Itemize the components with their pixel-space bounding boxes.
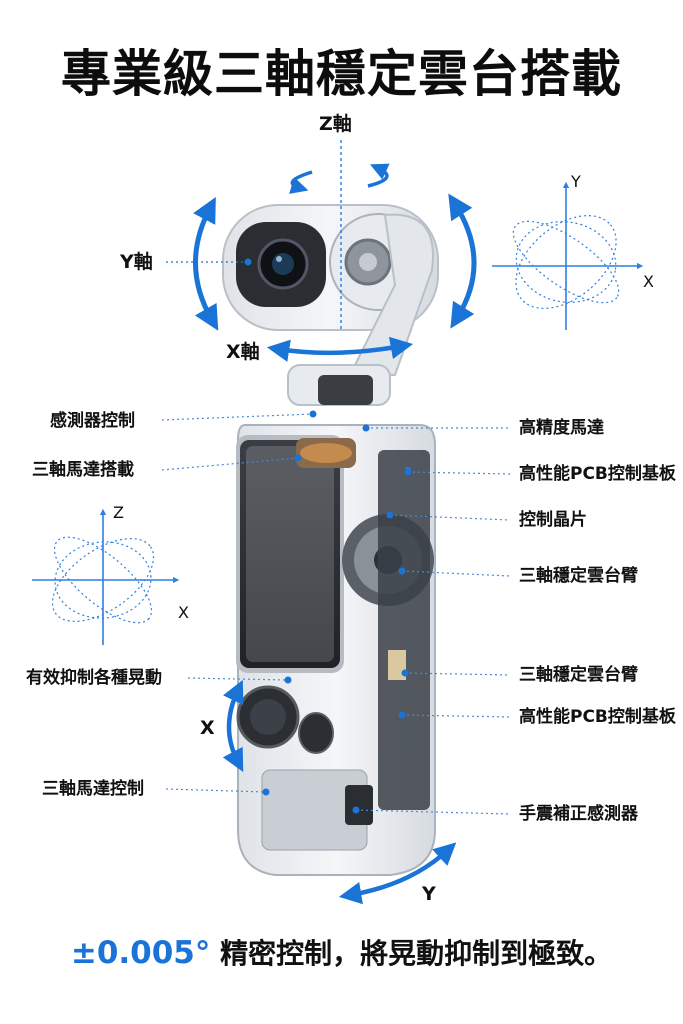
z-axis-label: Z軸 [319, 113, 352, 135]
right-sketch-x-label: X [643, 272, 654, 291]
right-axes-sketch [492, 181, 644, 330]
y-axis-label: Y軸 [120, 251, 153, 273]
label-precision-motor: 高精度馬達 [519, 418, 604, 438]
label-gimbal-arm-1: 三軸穩定雲台臂 [519, 566, 638, 586]
label-shake-sensor: 手震補正感測器 [519, 804, 638, 824]
label-pcb-board-2: 高性能PCB控制基板 [519, 707, 676, 727]
device-body [236, 364, 436, 876]
precision-value: ±0.005° [70, 935, 211, 971]
right-sketch-y-label: Y [571, 172, 581, 191]
y-rotation-label: Y [422, 883, 436, 905]
footer-text: 精密控制，將晃動抑制到極致。 [220, 937, 613, 970]
left-sketch-z-label: Z [113, 503, 124, 522]
label-control-chip: 控制晶片 [519, 510, 587, 530]
label-motor-control: 三軸馬達控制 [42, 779, 144, 799]
label-pcb-board-1: 高性能PCB控制基板 [519, 464, 676, 484]
x-axis-label: X軸 [226, 341, 260, 363]
page-title: 專業級三軸穩定雲台搭載 [61, 45, 622, 103]
footer-tagline: ±0.005° 精密控制，將晃動抑制到極致。 [0, 932, 683, 972]
left-sketch-x-label: X [178, 603, 189, 622]
label-suppress-shake: 有效抑制各種晃動 [26, 668, 162, 688]
label-sensor-control: 感測器控制 [50, 411, 135, 431]
label-gimbal-arm-2: 三軸穩定雲台臂 [519, 665, 638, 685]
label-motor-mount: 三軸馬達搭載 [32, 460, 134, 480]
x-rotation-label: X [200, 717, 215, 739]
left-axes-sketch [32, 508, 180, 645]
